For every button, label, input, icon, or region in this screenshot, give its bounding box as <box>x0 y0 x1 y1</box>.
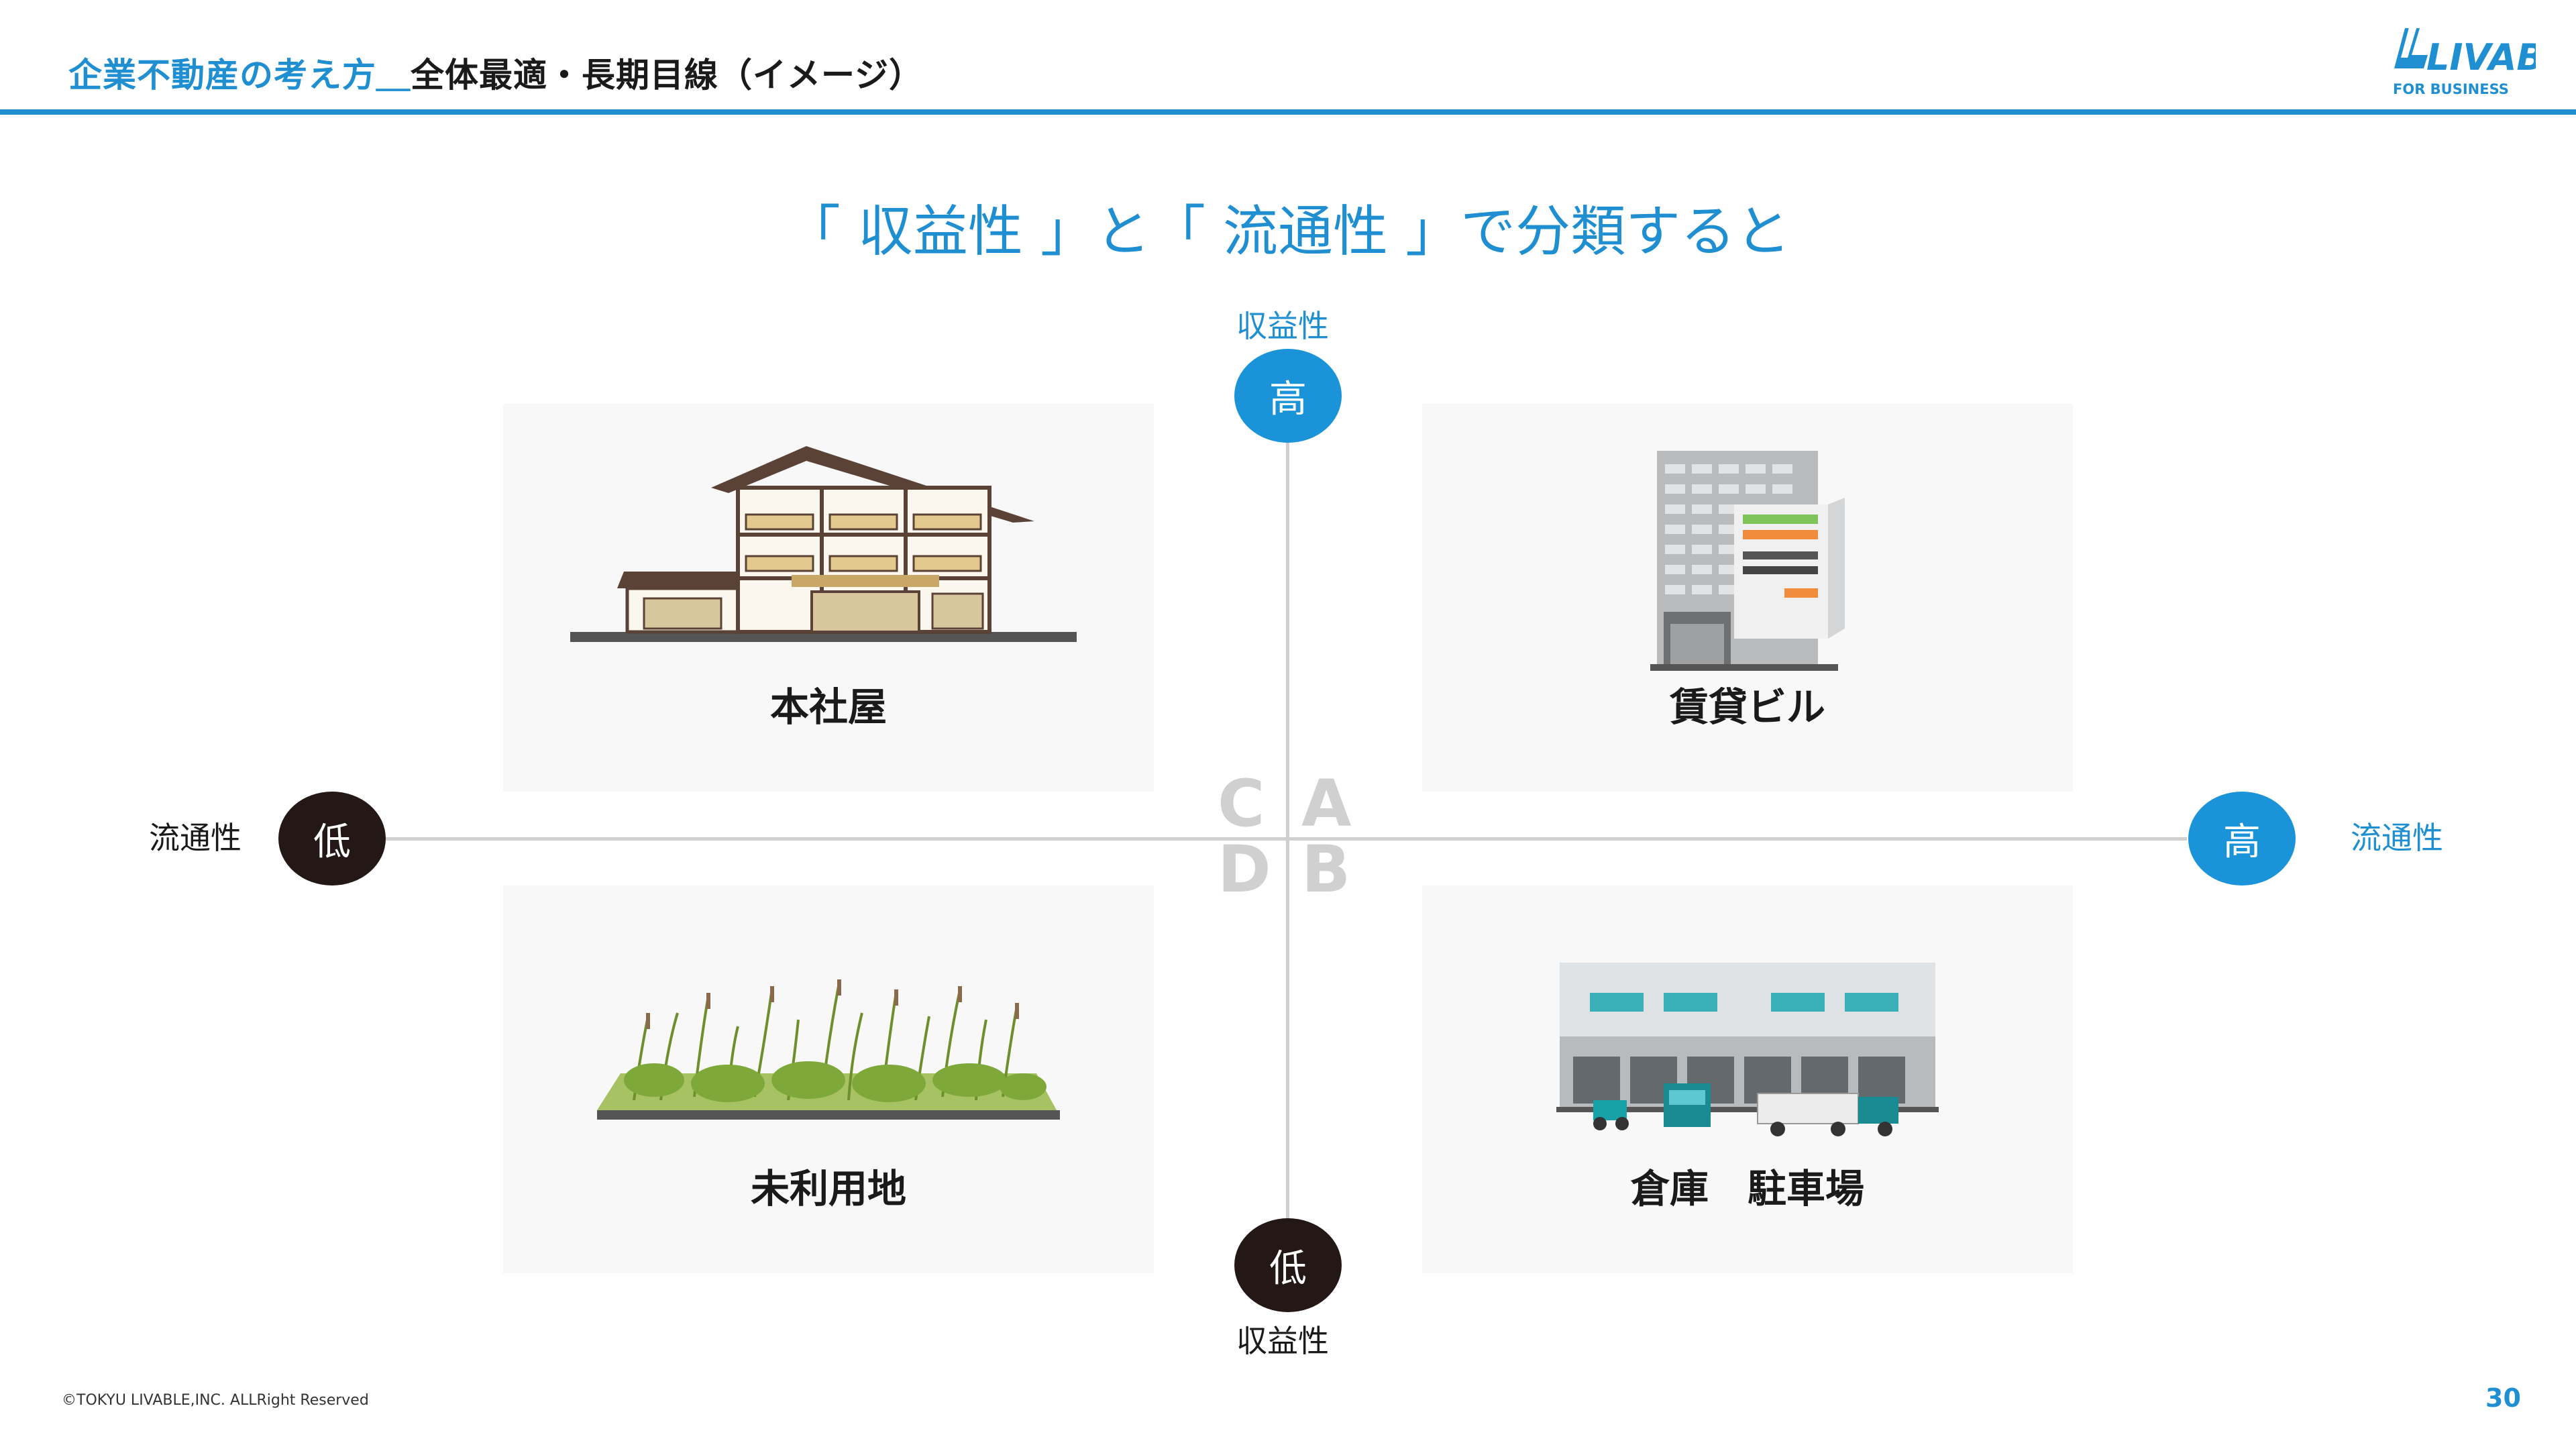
panel-label-rental-building: 賃貸ビル <box>1669 684 1825 730</box>
panel-headquarters: 本社屋 <box>503 404 1154 792</box>
panel-vacant-land: 未利用地 <box>503 885 1154 1273</box>
header-title: 企業不動産の考え方＿全体最適・長期目線（イメージ） <box>68 48 923 97</box>
warehouse-parking-icon <box>1556 963 1939 1136</box>
axis-label-left: 流通性 <box>149 820 241 856</box>
header-divider <box>0 109 2576 115</box>
axis-label-bottom: 収益性 <box>1236 1323 1329 1359</box>
panel-label-warehouse-parking: 倉庫 駐車場 <box>1630 1166 1864 1212</box>
panel-rental-building: 賃貸ビル <box>1422 404 2073 792</box>
panel-warehouse-parking: 倉庫 駐車場 <box>1422 885 2073 1273</box>
quadrant-letter-c: C <box>1218 766 1265 841</box>
rental-building-icon <box>1650 451 1845 671</box>
axis-value-left: 低 <box>278 792 386 885</box>
axis-label-right: 流通性 <box>2351 820 2443 856</box>
panel-label-headquarters: 本社屋 <box>769 684 887 730</box>
quadrant-letter-d: D <box>1218 832 1271 907</box>
header-title-category: 企業不動産の考え方＿ <box>68 56 411 95</box>
header-title-topic: 全体最適・長期目線（イメージ） <box>411 56 923 95</box>
main-heading: 「 収益性 」と「 流通性 」で分類すると <box>785 200 1791 264</box>
axis-value-right: 高 <box>2188 792 2296 885</box>
vertical-axis <box>1286 429 1289 1268</box>
quadrant-letter-a: A <box>1301 766 1352 841</box>
axis-label-top: 収益性 <box>1236 308 1329 344</box>
page-number: 30 <box>2485 1383 2521 1413</box>
footer-copyright: ©TOKYU LIVABLE,INC. ALLRight Reserved <box>62 1392 369 1409</box>
axis-value-bottom: 低 <box>1234 1218 1342 1312</box>
axis-value-top: 高 <box>1234 349 1342 443</box>
panel-label-vacant-land: 未利用地 <box>750 1166 906 1212</box>
logo-sub: FOR BUSINESS <box>2393 81 2509 97</box>
headquarters-building-icon <box>570 446 1077 642</box>
horizontal-axis <box>382 837 2187 841</box>
livable-logo: LIVABLE FOR BUSINESS <box>2393 17 2536 97</box>
logo-brand: LIVABLE <box>2426 36 2536 78</box>
vacant-land-icon <box>597 979 1060 1120</box>
quadrant-letter-b: B <box>1301 832 1351 907</box>
